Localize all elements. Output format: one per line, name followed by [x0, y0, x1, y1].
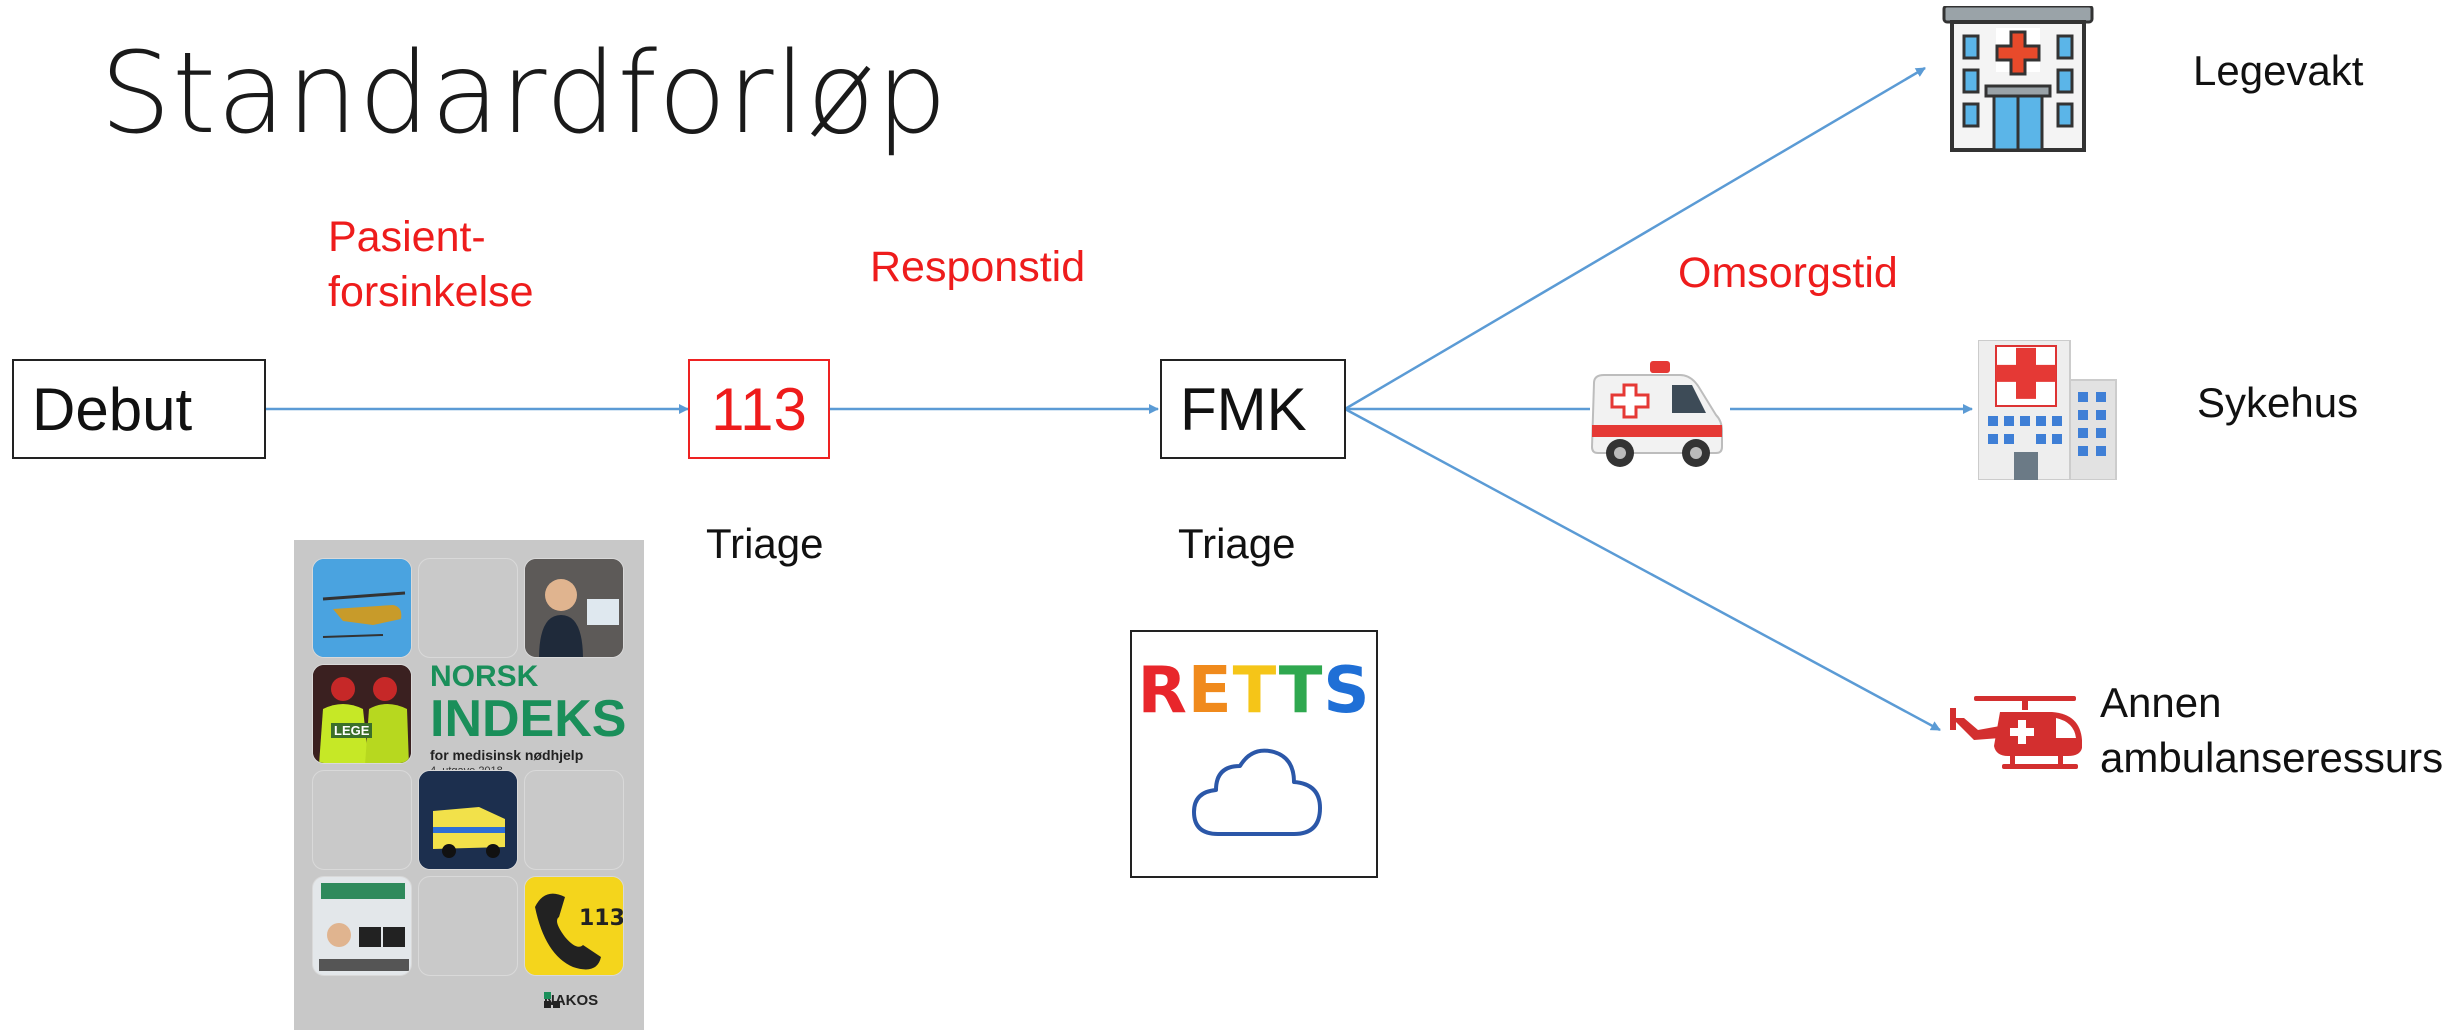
- cloud-icon: [1192, 748, 1322, 836]
- book-title-norsk: NORSK: [430, 660, 539, 693]
- retts-logo-text: RETTS: [1132, 654, 1376, 728]
- nakos-logo: NAKOS: [544, 992, 598, 1009]
- control-room-photo-tile: [312, 876, 412, 976]
- care-time-label: Omsorgstid: [1678, 249, 1898, 297]
- destination-annen-line2: ambulanseressurs: [2100, 733, 2444, 781]
- phone-113-photo-tile: 113: [524, 876, 624, 976]
- blank-tile: [524, 770, 624, 870]
- blank-tile: [418, 558, 518, 658]
- destination-annen: Annen ambulanseressurs: [2100, 676, 2443, 785]
- destination-sykehus: Sykehus: [2197, 379, 2359, 426]
- operator-photo-tile: [524, 558, 624, 658]
- patient-delay-label: Pasient- forsinkelse: [328, 210, 534, 319]
- fmk-box: FMK: [1160, 359, 1346, 459]
- patient-delay-line2: forsinkelse: [328, 267, 534, 316]
- helicopter-photo-tile: [312, 558, 412, 658]
- ambulance-photo-tile: [418, 770, 518, 870]
- svg-text:113: 113: [579, 906, 624, 931]
- lege-photo-tile: LEGE: [312, 664, 412, 764]
- hospital-building-icon: [1942, 6, 2094, 152]
- lege-text: LEGE: [331, 723, 373, 738]
- photo-operator-icon: [525, 559, 623, 657]
- response-time-label: Responstid: [870, 243, 1086, 291]
- destination-legevakt: Legevakt: [2193, 47, 2364, 94]
- retts-letter-t2: T: [1278, 654, 1324, 728]
- retts-letter-r: R: [1137, 654, 1188, 728]
- triage-label-113: Triage: [706, 520, 824, 567]
- blank-tile: [418, 876, 518, 976]
- photo-lege-icon: [313, 665, 411, 763]
- helicopter-icon: [1950, 696, 2082, 769]
- destination-annen-line1: Annen: [2100, 679, 2222, 726]
- retts-letter-s: S: [1323, 654, 1371, 728]
- retts-letter-e: E: [1187, 654, 1233, 728]
- retts-card: RETTS: [1130, 630, 1378, 878]
- photo-control-room-icon: [313, 877, 411, 975]
- hospital-icon: [1978, 340, 2117, 480]
- debut-label: Debut: [32, 375, 193, 443]
- slide-title: Standardforløp: [100, 29, 949, 159]
- blank-tile: [312, 770, 412, 870]
- arrow-fmk-to-legevakt: [1344, 66, 1926, 411]
- book-title-block: NORSK INDEKS for medisinsk nødhjelp 4. u…: [430, 662, 626, 777]
- photo-phone-icon: 113: [525, 877, 624, 975]
- book-title-indeks: INDEKS: [430, 690, 627, 748]
- arrow-fmk-to-annen: [1344, 407, 1941, 732]
- triage-label-fmk: Triage: [1178, 520, 1296, 567]
- photo-helicopter-icon: [313, 559, 411, 657]
- emergency-113-box: 113: [688, 359, 830, 459]
- patient-delay-line1: Pasient-: [328, 213, 486, 261]
- ambulance-icon: [1590, 361, 1723, 467]
- photo-ambulance-icon: [419, 771, 517, 869]
- norsk-indeks-book-cover: LEGE NORSK INDEKS for medisinsk nødhjelp…: [294, 540, 644, 1030]
- emergency-113-label: 113: [711, 375, 807, 443]
- book-subtitle: for medisinsk nødhjelp: [430, 746, 584, 763]
- fmk-label: FMK: [1180, 375, 1307, 443]
- nakos-mark-icon: [544, 992, 560, 1008]
- retts-letter-t1: T: [1232, 654, 1279, 728]
- debut-box: Debut: [12, 359, 266, 459]
